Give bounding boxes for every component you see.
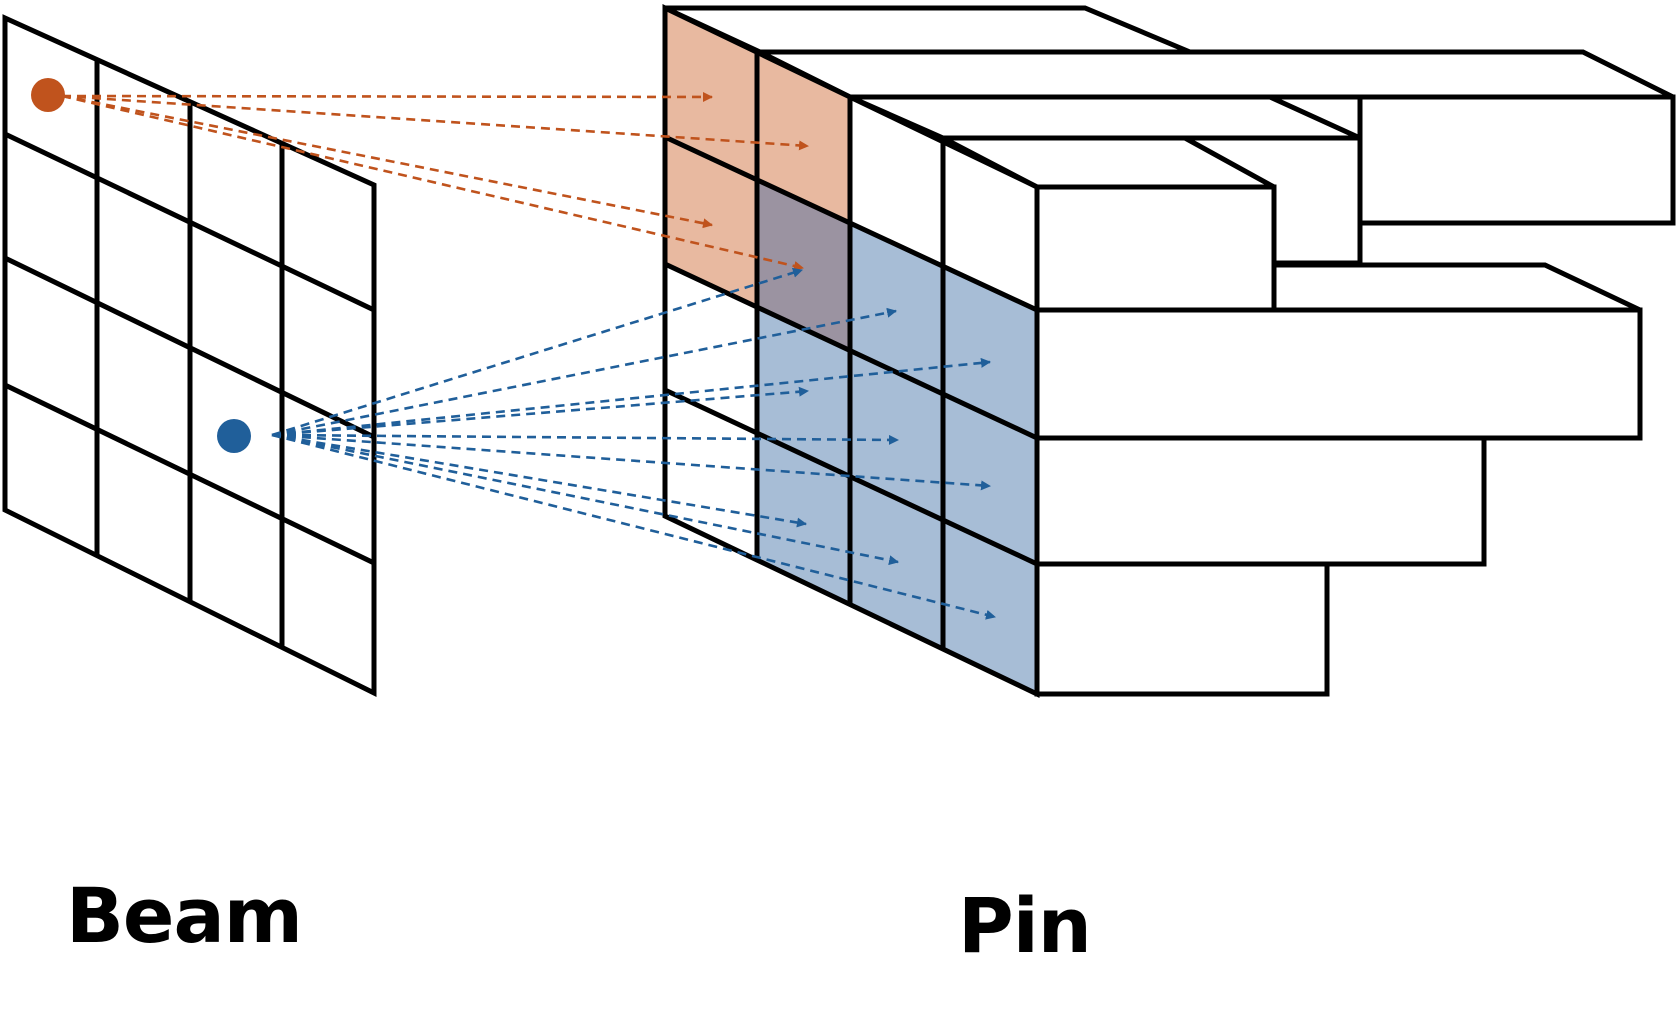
beam-grid-border bbox=[2, 14, 377, 698]
projection-arrow bbox=[61, 94, 713, 229]
projection-arrow bbox=[61, 94, 804, 271]
pin-face-row-2 bbox=[663, 261, 1039, 441]
pin-block-front bbox=[1357, 94, 1676, 226]
projection-arrow bbox=[271, 433, 996, 620]
pin-face-border bbox=[662, 4, 1040, 698]
pin-block-front bbox=[1034, 561, 1330, 697]
pin-block-front bbox=[1034, 184, 1277, 313]
beam-grid-row-1 bbox=[3, 131, 376, 313]
pin-label: Pin bbox=[958, 881, 1092, 970]
pin-block-front bbox=[1034, 307, 1643, 441]
projection-arrow bbox=[61, 91, 713, 102]
pin-block-top bbox=[758, 49, 1675, 100]
beam-grid bbox=[2, 14, 377, 698]
projection-arrow bbox=[271, 307, 897, 437]
pin-face-row-1 bbox=[663, 134, 1039, 313]
orange-source-point bbox=[31, 78, 65, 112]
pin-face-row-3 bbox=[663, 387, 1039, 567]
pin-block-top bbox=[1271, 262, 1642, 313]
beam-grid-row-2 bbox=[3, 255, 376, 440]
projection-arrow bbox=[271, 267, 803, 437]
beam-label: Beam bbox=[66, 871, 303, 960]
pin-blocks bbox=[663, 5, 1676, 697]
blue-source-point bbox=[217, 419, 251, 453]
pin-face-grid bbox=[662, 4, 1040, 698]
projection-arrow bbox=[271, 357, 991, 437]
beam-grid-row-3 bbox=[3, 382, 376, 566]
projection-arrow bbox=[61, 94, 809, 151]
projection-arrow bbox=[271, 433, 899, 566]
orange-projection-arrows bbox=[61, 91, 809, 271]
projection-arrow bbox=[271, 386, 809, 437]
blue-projection-arrows bbox=[271, 267, 996, 620]
pin-block-front bbox=[1034, 435, 1487, 567]
projection-arrow bbox=[271, 433, 807, 528]
